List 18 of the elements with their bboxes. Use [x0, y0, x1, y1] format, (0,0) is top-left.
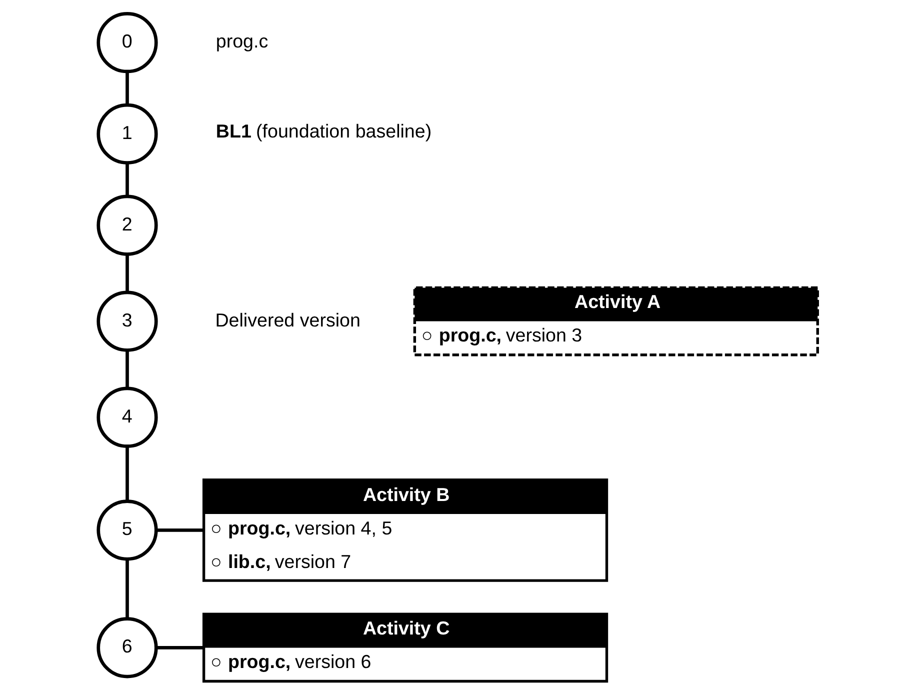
- node-circle: 0: [96, 12, 158, 74]
- node-circle: 5: [96, 500, 158, 561]
- connector: [125, 254, 128, 292]
- node-label: Delivered version: [214, 309, 360, 330]
- connector: [125, 350, 128, 388]
- connector: [125, 72, 128, 105]
- node-circle: 4: [96, 386, 158, 448]
- connector: [125, 162, 128, 196]
- connector: [125, 559, 128, 619]
- connector: [125, 446, 128, 502]
- node-circle: 3: [96, 290, 158, 352]
- connector: [156, 528, 204, 532]
- node-circle: 1: [96, 103, 158, 164]
- node-label: BL1 (foundation baseline): [215, 120, 432, 142]
- connector: [156, 646, 204, 650]
- node-label: prog.c: [215, 30, 268, 52]
- node-circle: 2: [96, 194, 158, 256]
- node-circle: 6: [96, 617, 158, 678]
